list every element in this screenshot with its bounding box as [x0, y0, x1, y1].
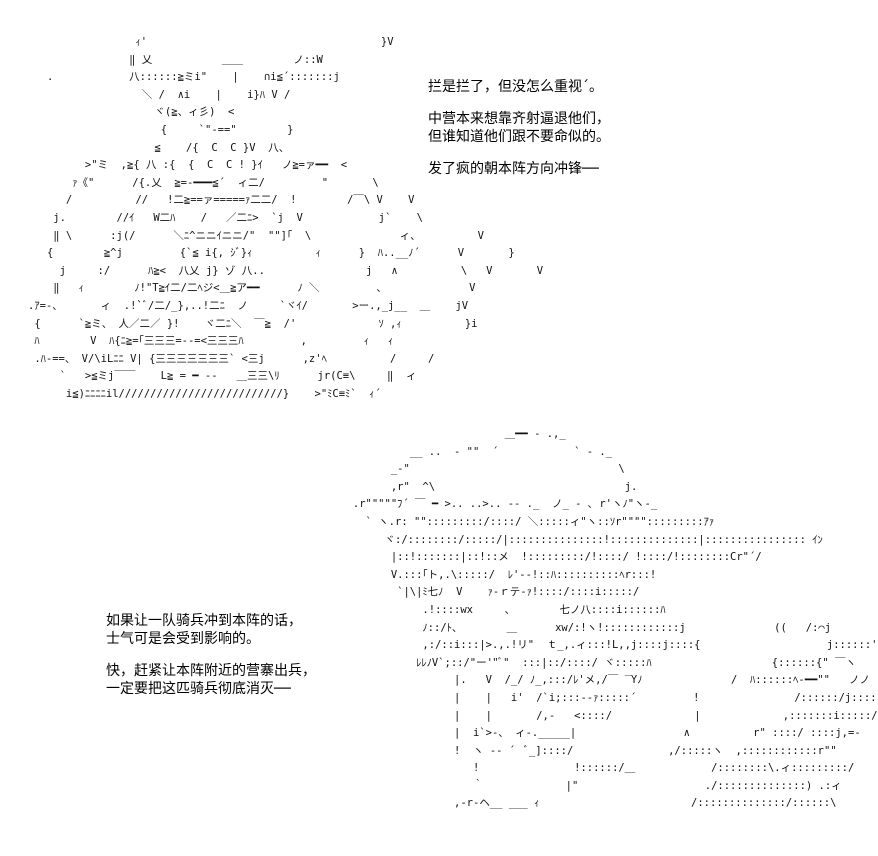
dialogue-bottom: 如果让一队骑兵冲到本阵的话， 士气可是会受到影响的。 快，赶紧让本阵附近的营寨出… [106, 612, 316, 698]
dialogue-line: 中营本来想靠齐射逼退他们， [428, 111, 610, 127]
dialogue-line: 一定要把这匹骑兵彻底消灭── [106, 681, 291, 697]
dialogue-line: 快，赶紧让本阵附近的营寨出兵， [106, 663, 316, 679]
dialogue-line: 士气可是会受到影响的。 [106, 631, 260, 647]
dialogue-line: 如果让一队骑兵冲到本阵的话， [106, 613, 302, 629]
ascii-art-hat-figure: ＿━━ - .,_ __ .. - "" ´ ` - ._ _-" \ ,r" … [352, 428, 878, 810]
ascii-art-armored-figure: ｨ' }V ‖ 乂 ＿＿ ノ::W . 八::::::≧ミi" | ∩i≦´::… [28, 36, 544, 400]
dialogue-line: 拦是拦了，但没怎么重视´。 [428, 79, 603, 95]
dialogue-line: 发了疯的朝本阵方向冲锋── [428, 161, 599, 177]
dialogue-line: 但谁知道他们跟不要命似的。 [428, 129, 610, 145]
dialogue-top: 拦是拦了，但没怎么重视´。 中营本来想靠齐射逼退他们， 但谁知道他们跟不要命似的… [428, 78, 610, 178]
